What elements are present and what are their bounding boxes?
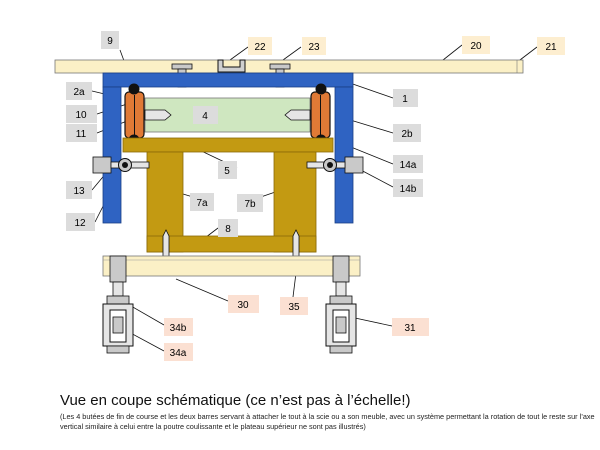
svg-text:8: 8 [225,224,231,235]
svg-text:1: 1 [402,94,408,105]
label-12: 12 [66,213,95,231]
label-9: 9 [101,31,119,49]
inner-bar-bolts [144,109,311,121]
svg-text:23: 23 [308,42,320,53]
svg-text:21: 21 [545,42,557,53]
svg-text:20: 20 [470,41,482,52]
label-21: 21 [537,37,565,55]
blue-frame [102,72,354,224]
label-14a: 14a [393,155,423,173]
svg-text:7b: 7b [244,199,256,210]
channel-22 [217,59,246,73]
label-11: 11 [66,124,97,142]
label-1: 1 [393,89,418,107]
label-7b: 7b [237,194,263,212]
bottom-beam [102,255,361,277]
inner-bar-4 [144,97,311,133]
label-34b: 34b [164,318,193,336]
label-13: 13 [66,181,92,199]
axle-bolts [109,255,350,297]
svg-text:30: 30 [237,300,249,311]
wheel-assembly-left [102,295,134,354]
caption-note: (Les 4 butées de fin de course et les de… [60,412,595,431]
svg-text:13: 13 [73,186,85,197]
svg-text:11: 11 [76,129,87,140]
svg-text:22: 22 [254,42,266,53]
wheel-assembly-right [325,295,357,354]
label-35: 35 [280,297,308,315]
label-14b: 14b [393,179,423,197]
label-23: 23 [302,37,326,55]
label-10: 10 [66,105,97,123]
svg-text:2b: 2b [401,129,413,140]
svg-text:35: 35 [288,302,300,313]
label-4: 4 [193,106,218,124]
svg-text:10: 10 [75,110,87,121]
label-30: 30 [228,295,259,313]
caption-title: Vue en coupe schématique (ce n’est pas à… [60,392,411,409]
label-2a: 2a [66,82,92,100]
svg-text:31: 31 [404,323,416,334]
svg-text:4: 4 [202,111,208,122]
label-7a: 7a [190,193,214,211]
svg-text:34a: 34a [170,348,187,359]
rollers [124,91,331,139]
svg-text:2a: 2a [73,87,85,98]
svg-text:12: 12 [74,218,86,229]
label-20: 20 [462,36,490,54]
side-bolts [92,156,364,174]
svg-text:7a: 7a [196,198,208,209]
svg-text:9: 9 [107,36,113,47]
svg-text:14a: 14a [400,160,417,171]
label-31: 31 [392,318,429,336]
svg-text:14b: 14b [400,184,417,195]
label-5: 5 [218,161,237,179]
label-22: 22 [248,37,272,55]
label-2b: 2b [393,124,421,142]
svg-text:34b: 34b [170,323,187,334]
label-34a: 34a [164,343,193,361]
svg-text:5: 5 [224,166,230,177]
label-8: 8 [218,219,238,237]
